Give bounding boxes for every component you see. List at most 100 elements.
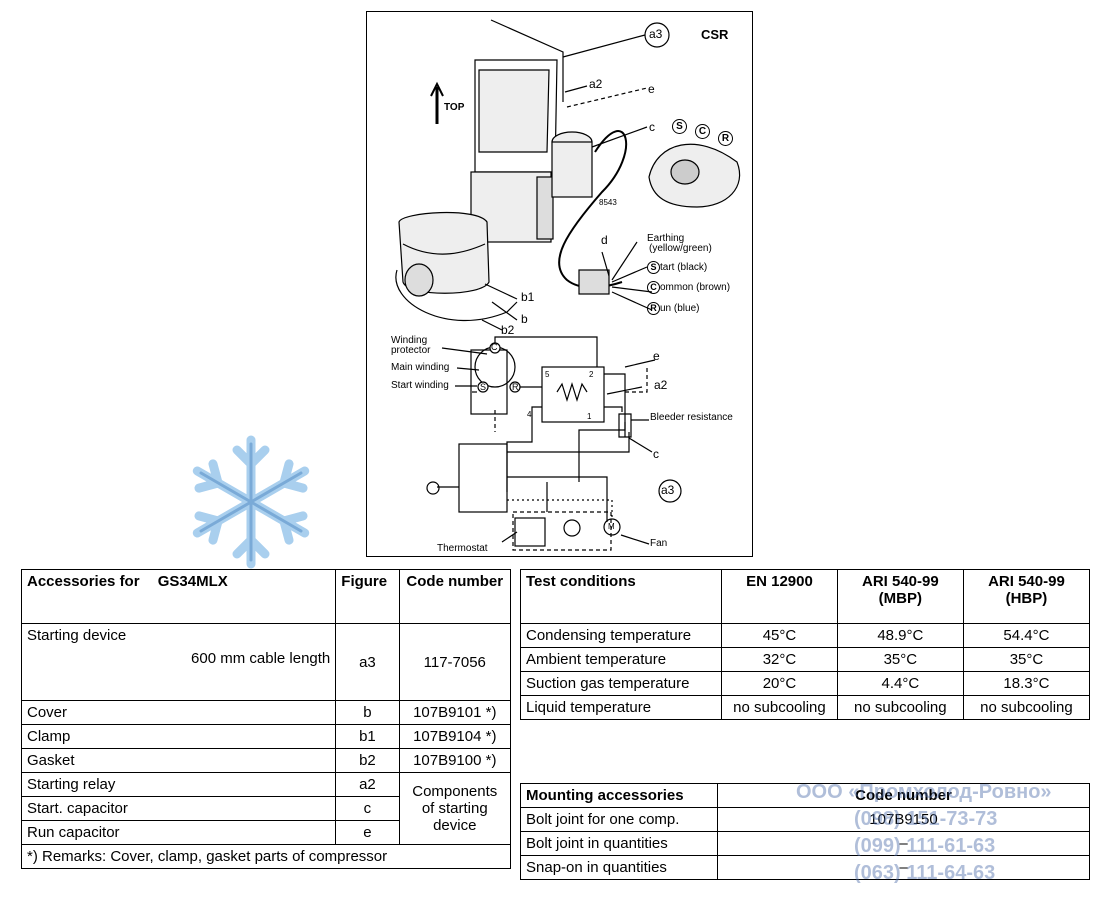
table-cell: Ambient temperature xyxy=(519,647,723,672)
bleeder-resistance-label: Bleeder resistance xyxy=(650,412,733,423)
table-cell: Condensing temperature xyxy=(519,623,723,648)
accessory-name: Starting device 600 mm cable length xyxy=(20,623,337,701)
table-cell: 35°C xyxy=(836,647,964,672)
drawing-number: 8543 xyxy=(599,198,617,207)
a2-label: a2 xyxy=(589,77,603,91)
accessory-figure: b1 xyxy=(335,724,400,749)
e-schematic-label: e xyxy=(653,349,660,363)
schematic-c-terminal: C xyxy=(491,342,498,352)
table-row: Bolt joint for one comp. 107B9150 xyxy=(520,807,1090,832)
watermark-phone-2: (099) 111-61-63 xyxy=(854,835,996,857)
table-cell: 18.3°C xyxy=(962,671,1091,696)
b1-label: b1 xyxy=(521,290,535,304)
r-terminal-symbol: R xyxy=(718,131,733,146)
table-row: Ambient temperature 32°C 35°C 35°C xyxy=(519,647,1091,672)
test-header-conditions: Test conditions xyxy=(519,569,723,624)
components-note: Components of starting device xyxy=(398,772,512,845)
c-schematic-label: c xyxy=(653,447,659,461)
main-winding-label: Main winding xyxy=(391,362,450,373)
schematic-r-terminal: R xyxy=(512,382,519,392)
accessories-header: Accessories for GS34MLX xyxy=(20,569,337,624)
table-row: Gasket b2 107B9100 *) xyxy=(20,748,512,773)
relay-pin-2: 2 xyxy=(589,370,594,379)
table-cell: Bolt joint for one comp. xyxy=(520,807,718,832)
accessory-name: Start. capacitor xyxy=(20,796,337,821)
table-row: Liquid temperature no subcooling no subc… xyxy=(519,695,1091,720)
table-cell: 54.4°C xyxy=(962,623,1091,648)
starting-device-figure: CSR a3 TOP a2 e c 8543 d b1 b b2 S C R E… xyxy=(366,11,753,557)
table-cell: 35°C xyxy=(962,647,1091,672)
relay-pin-4: 4 xyxy=(527,410,532,419)
table-cell: 4.4°C xyxy=(836,671,964,696)
table-cell: Liquid temperature xyxy=(519,695,723,720)
accessory-name: Run capacitor xyxy=(20,820,337,845)
accessory-figure: e xyxy=(335,820,400,845)
accessory-name: Clamp xyxy=(20,724,337,749)
table-row: Starting device 600 mm cable length a3 1… xyxy=(20,623,512,701)
c-label: c xyxy=(649,120,655,134)
table-cell: 45°C xyxy=(721,623,838,648)
d-label: d xyxy=(601,233,608,247)
test-header-mbp: ARI 540-99 (MBP) xyxy=(836,569,964,624)
table-cell: no subcooling xyxy=(836,695,964,720)
table-row: Run capacitor e xyxy=(20,820,511,845)
mounting-accessories-table: Mounting accessories Code number Bolt jo… xyxy=(520,783,1090,880)
table-cell: 48.9°C xyxy=(836,623,964,648)
watermark-phone-1: (098) 151-73-73 xyxy=(854,808,998,830)
table-row: Cover b 107B9101 *) xyxy=(20,700,512,725)
table-row: Bolt joint in quantities – xyxy=(520,831,1090,856)
earthing-label: Earthing xyxy=(647,233,685,244)
winding-protector-label: Winding protector xyxy=(391,335,431,356)
table-cell: no subcooling xyxy=(721,695,838,720)
table-cell: Suction gas temperature xyxy=(519,671,723,696)
table-row: Snap-on in quantities – xyxy=(520,855,1090,880)
accessory-figure: c xyxy=(335,796,400,821)
relay-pin-5: 5 xyxy=(545,370,550,379)
accessory-code: 117-7056 xyxy=(398,623,512,701)
a3-label: a3 xyxy=(649,27,663,41)
c-terminal-symbol: C xyxy=(695,124,710,139)
fan-motor-symbol: M xyxy=(608,522,615,531)
table-row: Clamp b1 107B9104 *) xyxy=(20,724,512,749)
table-cell: Bolt joint in quantities xyxy=(520,831,718,856)
accessories-table: Accessories for GS34MLX Figure Code numb… xyxy=(20,569,512,869)
c-circle-icon: C xyxy=(647,281,660,294)
remarks: *) Remarks: Cover, clamp, gasket parts o… xyxy=(21,844,511,869)
accessory-code: 107B9101 *) xyxy=(398,700,512,725)
table-row: Starting relay a2 Components of starting… xyxy=(20,772,512,845)
b-label: b xyxy=(521,312,528,326)
snowflake-logo xyxy=(192,435,310,569)
accessory-figure: b xyxy=(335,700,400,725)
thermostat-label: Thermostat xyxy=(437,543,488,554)
mounting-header: Mounting accessories xyxy=(520,783,718,808)
accessory-name: Cover xyxy=(20,700,337,725)
r-circle-icon: R xyxy=(647,302,660,315)
fan-label: Fan xyxy=(650,538,668,549)
accessory-name: Gasket xyxy=(20,748,337,773)
watermark-phone-3: (063) 111-64-63 xyxy=(854,862,996,884)
table-cell: Snap-on in quantities xyxy=(520,855,718,880)
e-label: e xyxy=(648,82,655,96)
accessory-code: 107B9104 *) xyxy=(398,724,512,749)
b2-label: b2 xyxy=(501,323,515,337)
schematic-s-terminal: S xyxy=(480,382,487,392)
test-header-hbp: ARI 540-99 (HBP) xyxy=(962,569,1091,624)
start-winding-label: Start winding xyxy=(391,380,449,391)
accessory-code: 107B9100 *) xyxy=(398,748,512,773)
table-row: Start. capacitor c xyxy=(20,796,511,821)
table-row: *) Remarks: Cover, clamp, gasket parts o… xyxy=(21,844,511,869)
s-circle-icon: S xyxy=(647,261,660,274)
figure-header: Figure xyxy=(335,569,400,624)
csr-label: CSR xyxy=(701,27,729,42)
relay-pin-1: 1 xyxy=(587,412,592,421)
accessory-figure: a3 xyxy=(335,623,400,701)
watermark-company: ООО «Промхолод-Ровно» xyxy=(796,781,1052,803)
a3-schematic-label: a3 xyxy=(661,483,675,497)
table-row: Condensing temperature 45°C 48.9°C 54.4°… xyxy=(519,623,1091,648)
accessory-name: Starting relay xyxy=(20,772,337,797)
a2-schematic-label: a2 xyxy=(654,378,668,392)
accessory-figure: a2 xyxy=(335,772,400,797)
